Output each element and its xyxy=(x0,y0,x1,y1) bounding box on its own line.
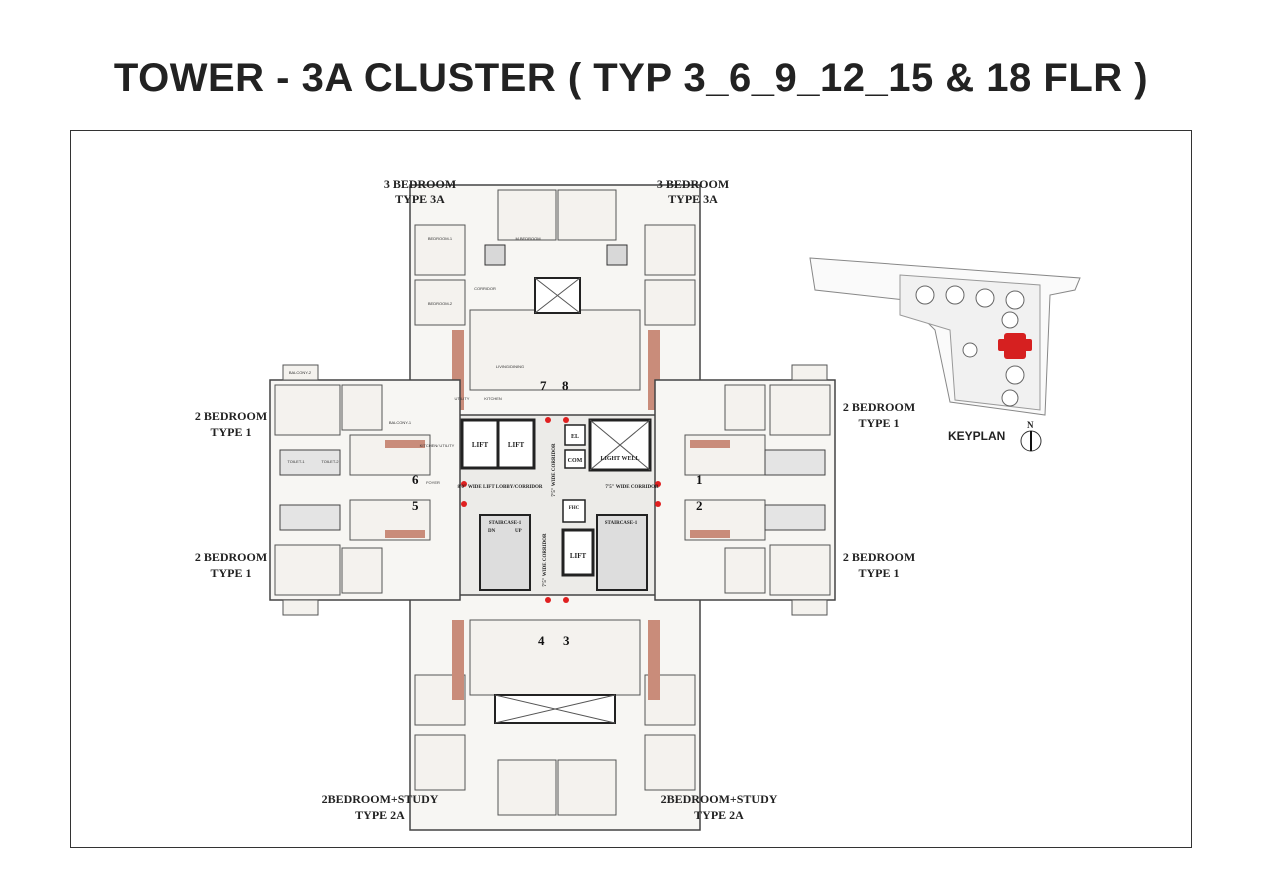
unit-label-left-lower-line2: TYPE 1 xyxy=(210,566,251,580)
flat-number-1: 1 xyxy=(696,472,703,487)
room-label-mbedroom: M.BEDROOM xyxy=(515,236,540,241)
lift-label-1: LIFT xyxy=(472,441,489,449)
up-label: UP xyxy=(515,529,522,534)
unit-label-top-left-line1: 3 BEDROOM xyxy=(384,177,456,191)
room-label-kitchen-utility: KITCHEN/ UTILITY xyxy=(420,443,455,448)
page-title: TOWER - 3A CLUSTER ( TYP 3_6_9_12_15 & 1… xyxy=(113,56,1149,100)
room-label-toilet1: TOILET-1 xyxy=(287,459,305,464)
keyplan-label: KEYPLAN xyxy=(948,429,1005,443)
unit-label-right-upper-line2: TYPE 1 xyxy=(858,416,899,430)
room-label-toilet2: TOILET-2 xyxy=(321,459,339,464)
flat-number-7: 7 xyxy=(540,378,547,393)
staircase-label-right: STAIRCASE-1 xyxy=(605,521,638,526)
door-markers xyxy=(461,417,661,603)
unit-label-bottom-right-line1: 2BEDROOM+STUDY xyxy=(661,792,778,806)
unit-label-left-upper-line1: 2 BEDROOM xyxy=(195,409,267,423)
north-arrow: N xyxy=(1020,420,1042,452)
flat-number-2: 2 xyxy=(696,498,703,513)
flat-number-5: 5 xyxy=(412,498,419,513)
staircase-label-left: STAIRCASE-1 xyxy=(489,521,522,526)
corridor-label-right: 7'5" WIDE CORRIDOR xyxy=(605,485,659,490)
unit-label-bottom-right-line2: TYPE 2A xyxy=(694,808,744,822)
top-wing xyxy=(409,184,701,416)
unit-label-top-right-line1: 3 BEDROOM xyxy=(657,177,729,191)
room-label-living: LIVING/DINING xyxy=(496,364,524,369)
corridor-label-bottom: 7'5" WIDE CORRIDOR xyxy=(543,533,548,587)
unit-label-right-upper-line1: 2 BEDROOM xyxy=(843,400,915,414)
keyplan-highlight xyxy=(998,333,1032,359)
flat-number-6: 6 xyxy=(412,472,419,487)
north-label: N xyxy=(1027,420,1034,430)
lift-label-2: LIFT xyxy=(508,441,525,449)
room-label-corridor: CORRIDOR xyxy=(474,286,496,291)
com-label: COM xyxy=(568,458,583,464)
lobby-label: 8'0" WIDE LIFT LOBBY/CORRIDOR xyxy=(458,485,543,490)
room-label-bedroom2: BEDROOM-2 xyxy=(428,301,453,306)
lift-label-3: LIFT xyxy=(570,552,587,560)
room-label-balcony2: BALCONY-2 xyxy=(289,370,312,375)
unit-label-right-lower-line1: 2 BEDROOM xyxy=(843,550,915,564)
unit-label-bottom-left-line2: TYPE 2A xyxy=(355,808,405,822)
room-label-kitchen: KITCHEN xyxy=(484,396,502,401)
keyplan xyxy=(809,257,1081,416)
left-wing xyxy=(269,364,461,616)
unit-label-top-right-line2: TYPE 3A xyxy=(668,192,718,206)
flat-number-4: 4 xyxy=(538,633,545,648)
room-label-balcony1: BALCONY-1 xyxy=(389,420,412,425)
dn-label: DN xyxy=(488,529,496,534)
unit-label-right-lower-line2: TYPE 1 xyxy=(858,566,899,580)
central-core xyxy=(454,414,661,596)
unit-label-top-left-line2: TYPE 3A xyxy=(395,192,445,206)
room-label-bedroom1: BEDROOM-1 xyxy=(428,236,453,241)
el-label: EL xyxy=(571,434,579,440)
fhc-label: FHC xyxy=(569,506,580,511)
right-wing xyxy=(654,364,836,616)
flat-number-8: 8 xyxy=(562,378,569,393)
room-label-foyer: FOYER xyxy=(426,480,440,485)
unit-label-left-upper-line2: TYPE 1 xyxy=(210,425,251,439)
flat-number-3: 3 xyxy=(563,633,570,648)
light-well-label: LIGHT WELL xyxy=(601,456,640,462)
bottom-wing xyxy=(409,594,701,831)
room-label-utility: UTILITY xyxy=(455,396,470,401)
unit-label-left-lower-line1: 2 BEDROOM xyxy=(195,550,267,564)
corridor-label-top: 7'5" WIDE CORRIDOR xyxy=(552,443,557,497)
unit-label-bottom-left-line1: 2BEDROOM+STUDY xyxy=(322,792,439,806)
